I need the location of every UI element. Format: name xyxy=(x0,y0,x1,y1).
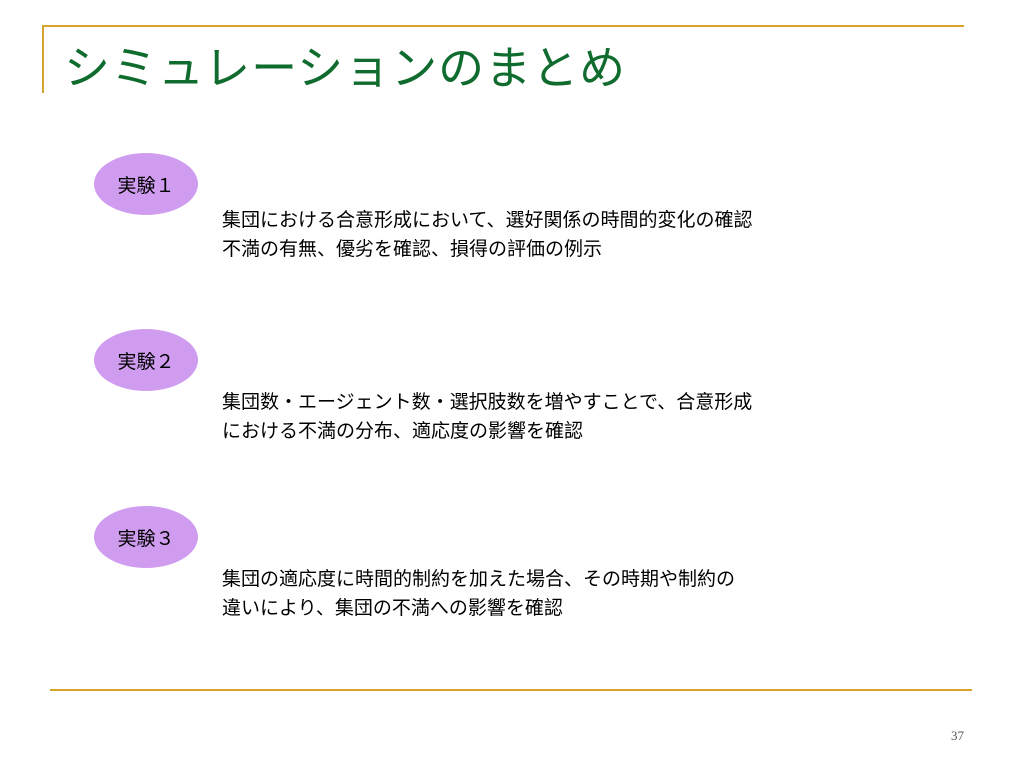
experiment-3-line-1: 集団の適応度に時間的制約を加えた場合、その時期や制約の xyxy=(222,568,736,590)
bottom-rule xyxy=(50,689,972,691)
left-rule xyxy=(42,25,44,93)
experiment-2-badge: 実験２ xyxy=(94,329,198,391)
experiment-2-line-2: における不満の分布、適応度の影響を確認 xyxy=(222,420,584,442)
experiment-1-line-2: 不満の有無、優劣を確認、損得の評価の例示 xyxy=(222,238,603,260)
experiment-3-line-2: 違いにより、集団の不満への影響を確認 xyxy=(222,597,563,619)
experiment-3-description: 集団の適応度に時間的制約を加えた場合、その時期や制約の 違いにより、集団の不満へ… xyxy=(222,565,735,623)
experiment-1-label: 実験１ xyxy=(117,174,175,197)
slide-title: シミュレーションのまとめ xyxy=(64,41,627,95)
page-number: 37 xyxy=(951,728,964,743)
experiment-3-badge: 実験３ xyxy=(94,506,198,568)
experiment-2-line-1: 集団数・エージェント数・選択肢数を増やすことで、合意形成 xyxy=(222,391,753,413)
experiment-2-description: 集団数・エージェント数・選択肢数を増やすことで、合意形成 における不満の分布、適… xyxy=(222,388,752,446)
experiment-1-badge: 実験１ xyxy=(94,153,198,215)
top-rule xyxy=(42,25,964,27)
experiment-2-label: 実験２ xyxy=(117,350,175,373)
experiment-3-label: 実験３ xyxy=(117,527,175,550)
experiment-1-description: 集団における合意形成において、選好関係の時間的変化の確認 不満の有無、優劣を確認… xyxy=(222,206,752,264)
experiment-1-line-1: 集団における合意形成において、選好関係の時間的変化の確認 xyxy=(222,209,753,231)
